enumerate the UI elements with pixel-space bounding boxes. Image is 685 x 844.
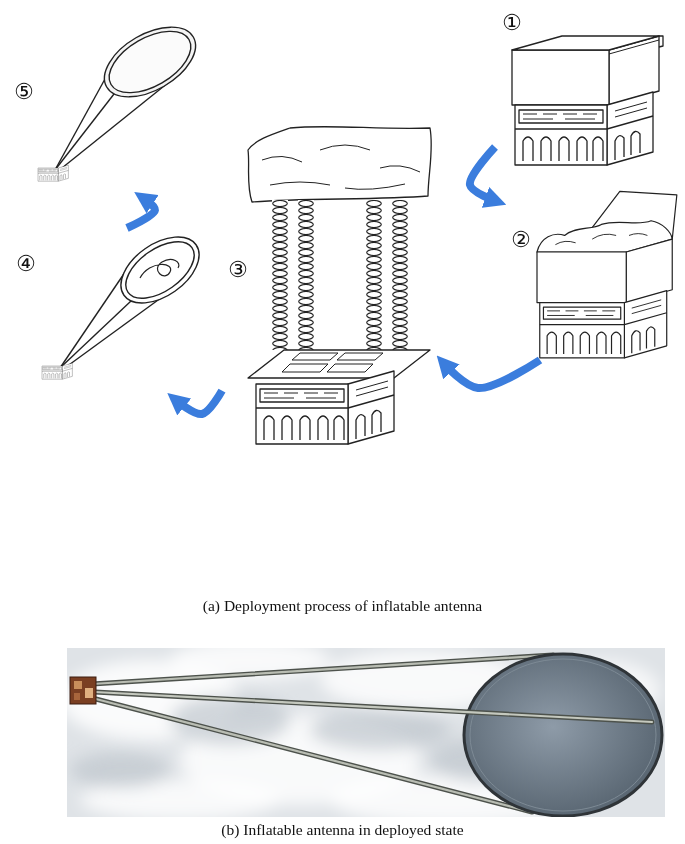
callout-number: ④ [16,252,36,275]
deployed-antenna [99,19,201,106]
inflating-satellite [298,200,314,350]
antenna-photo [95,692,652,722]
antenna-photo [85,688,93,698]
figure-caption: (a) Deployment process of inflatable ant… [0,597,685,615]
opening-satellite [537,252,626,303]
stage-figure: ① [495,5,668,172]
deployed-antenna [38,13,207,181]
figure-caption: (b) Inflatable antenna in deployed state [0,821,685,839]
antenna-photo [74,681,82,689]
antenna-photo [470,659,656,811]
deploy-arrow [127,199,155,228]
inflating-satellite [392,200,408,350]
opening-satellite [555,234,647,245]
antenna-photo [92,655,553,684]
antenna-photo [464,654,662,816]
inflating-satellite [272,200,288,350]
antenna-photo [95,692,652,722]
inflating-satellite [248,127,431,444]
stage-figure: ⑤ [8,15,205,190]
deploying-antenna [42,223,211,379]
deploying-antenna [140,260,179,278]
deployed-antenna [55,94,114,170]
antenna-photo [74,693,80,700]
callout-number: ① [502,11,522,34]
antenna-photo [67,648,665,817]
stage-figure: ④ [10,228,205,395]
deploying-antenna [60,301,131,368]
callout-number: ⑤ [14,80,34,103]
callout-number: ② [511,228,531,251]
stowed-satellite [512,36,663,165]
inflating-satellite [366,200,382,350]
opening-satellite [537,191,677,358]
opening-satellite [540,291,667,358]
callout-number: ③ [228,258,248,281]
antenna-photo [70,677,96,704]
deploy-arrow [470,147,495,201]
stowed-satellite [515,92,653,165]
deploying-antenna [116,230,204,309]
stage-figure: ② [505,190,680,360]
antenna-photo [310,710,450,750]
deploy-arrow [445,360,540,388]
deployed-antenna [93,13,208,111]
deploying-antenna [42,363,72,379]
stowed-satellite [512,36,663,105]
antenna-photo [70,752,170,788]
inflating-satellite [262,145,420,189]
antenna-photo [92,655,553,684]
inflating-satellite [256,371,394,444]
deployed-antenna [38,165,68,181]
deploy-arrow [177,391,222,414]
inflating-satellite [282,353,383,372]
inflating-satellite [248,127,431,202]
inflating-satellite [248,350,430,378]
deploying-antenna [109,223,211,316]
stage-figure: ③ [222,120,435,450]
antenna-photo [95,692,652,722]
